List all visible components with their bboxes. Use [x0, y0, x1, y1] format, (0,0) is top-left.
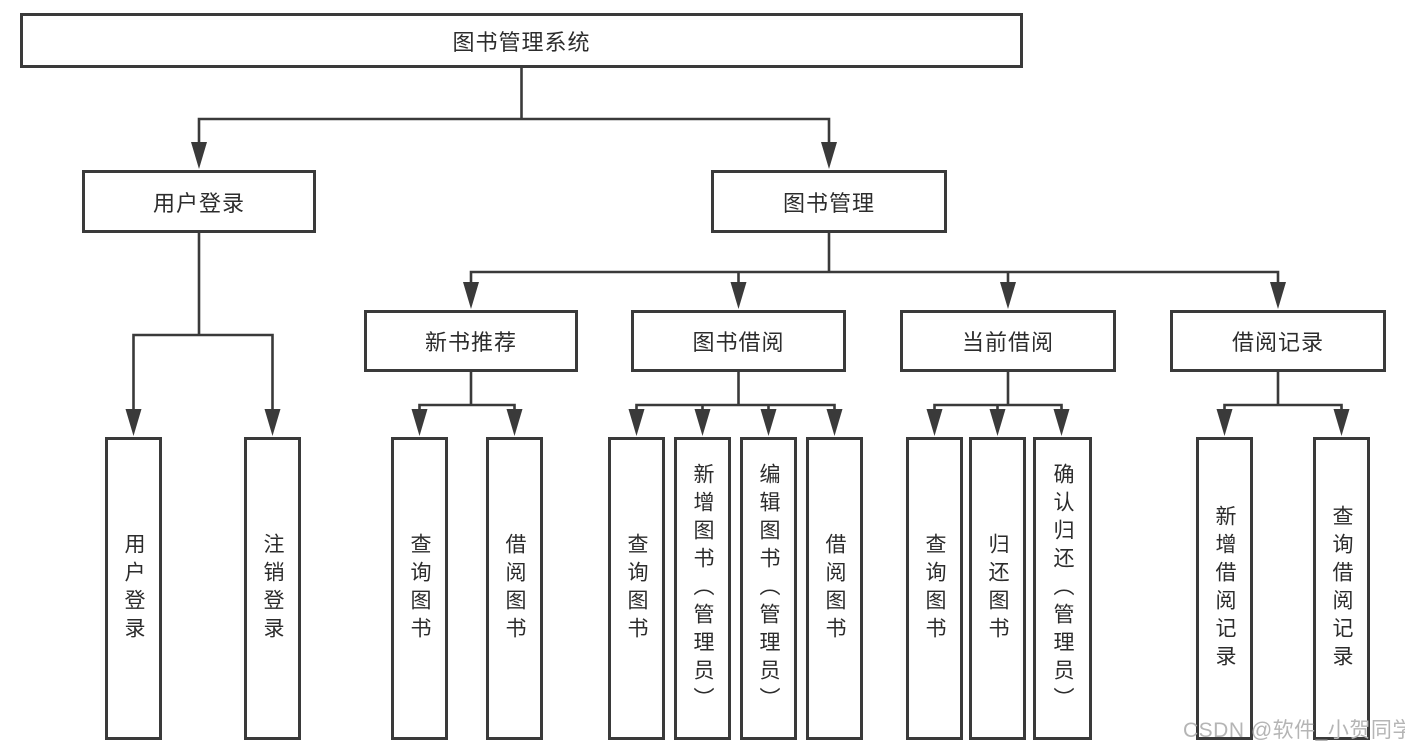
leaf-return-book: 归还图书	[969, 437, 1026, 740]
arrowhead-icons	[125, 142, 1350, 436]
leaf-confirm-return-admin: 确认归还（管理员）	[1033, 437, 1092, 740]
leaf-add-book-admin: 新增图书（管理员）	[674, 437, 731, 740]
node-book-borrow: 图书借阅	[631, 310, 846, 372]
connector-paths	[132, 68, 1343, 412]
node-borrow-records: 借阅记录	[1170, 310, 1386, 372]
leaf-query-books-recommend: 查询图书	[391, 437, 448, 740]
leaf-query-books-borrow: 查询图书	[608, 437, 665, 740]
leaf-borrow-books: 借阅图书	[806, 437, 863, 740]
node-root-system: 图书管理系统	[20, 13, 1023, 68]
csdn-watermark: CSDN @软件_小贺同学	[1183, 719, 1405, 742]
leaf-query-borrow-record: 查询借阅记录	[1313, 437, 1370, 740]
leaf-logout: 注销登录	[244, 437, 301, 740]
leaf-borrow-books-recommend: 借阅图书	[486, 437, 543, 740]
leaf-user-login: 用户登录	[105, 437, 162, 740]
node-current-borrow: 当前借阅	[900, 310, 1116, 372]
leaf-edit-book-admin: 编辑图书（管理员）	[740, 437, 797, 740]
node-new-book-recommend: 新书推荐	[364, 310, 578, 372]
leaf-add-borrow-record: 新增借阅记录	[1196, 437, 1253, 740]
node-book-management: 图书管理	[711, 170, 947, 233]
node-user-login: 用户登录	[82, 170, 316, 233]
leaf-query-books-current: 查询图书	[906, 437, 963, 740]
